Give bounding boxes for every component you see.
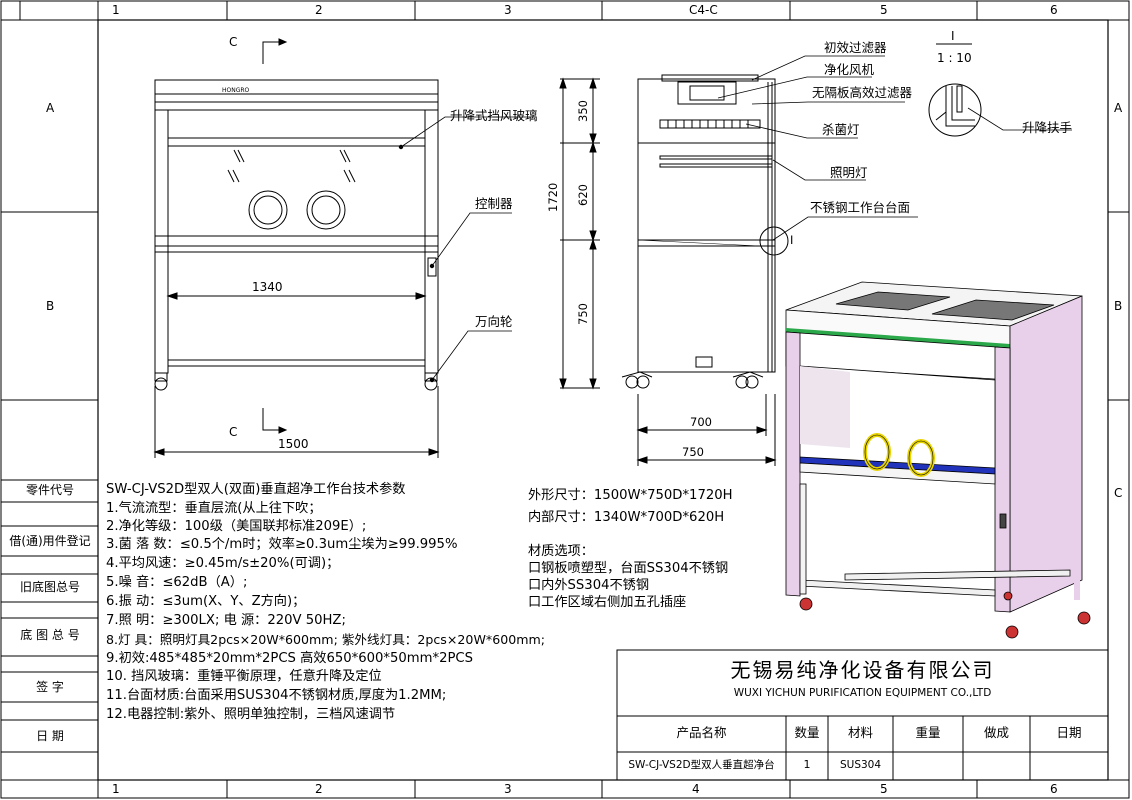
row-label-right-b: B: [1114, 299, 1122, 313]
leader-labels: 升降式挡风玻璃 控制器 万向轮 初效过滤器 净化风机 无隔板高效过滤器 杀菌灯 …: [450, 40, 1072, 329]
material-option-1: 口钢板喷塑型，台面SS304不锈钢: [528, 561, 729, 576]
quantity-value: 1: [803, 758, 811, 771]
leader-lines: [398, 55, 1072, 383]
col-label-top-3: 3: [504, 3, 512, 17]
row-label-left-a: A: [46, 101, 55, 115]
col-label-top-5: 5: [880, 3, 888, 17]
specs-title: SW-CJ-VS2D型双人(双面)垂直超净工作台技术参数: [106, 482, 406, 497]
spec-item-7: 7.照 明：≥300LX; 电 源：220V 50HZ;: [106, 613, 346, 628]
outer-dimensions: 外形尺寸：1500W*750D*1720H: [528, 488, 733, 503]
col-label-top-1: 1: [112, 3, 120, 17]
detail-marker: I: [790, 233, 793, 247]
front-view-text: C C HONGRO 1340 1500: [222, 35, 309, 451]
label-light: 照明灯: [830, 165, 868, 180]
spec-item-4: 4.平均风速：≥0.45m/s±20%(可调)；: [106, 556, 340, 571]
col-label-top-2: 2: [315, 3, 323, 17]
header-quantity: 数量: [794, 725, 820, 740]
dim-mid-height: 620: [576, 184, 590, 206]
title-block-lines: [616, 649, 1109, 781]
detail-scale: 1 : 10: [937, 51, 972, 65]
company-name-en: WUXI YICHUN PURIFICATION EQUIPMENT CO.,L…: [733, 687, 992, 699]
detail-title: I: [951, 29, 955, 43]
side-view-text: 1720 350 620 750 700 750 I: [546, 100, 793, 459]
col-label-bottom-1: 1: [112, 782, 120, 796]
front-logo: HONGRO: [222, 87, 250, 94]
label-fan: 净化风机: [824, 62, 875, 77]
dim-outer-depth: 750: [682, 445, 704, 459]
col-label-bottom-6: 6: [1050, 782, 1058, 796]
row-label-left-b: B: [46, 299, 54, 313]
spec-item-5: 5.噪 音：≤62dB（A）;: [106, 575, 248, 590]
spec-item-10: 10. 挡风玻璃：重锤平衡原理，任意升降及定位: [106, 669, 382, 684]
iso-view: [785, 281, 1091, 639]
row-label-right-c: C: [1114, 486, 1122, 500]
grid-labels: 1 2 3 C4-C 5 6 1 2 3 4 5 6 A B A B C: [46, 3, 1123, 796]
row-label-right-a: A: [1114, 101, 1123, 115]
header-made-by: 做成: [983, 725, 1009, 740]
col-label-top-6: 6: [1050, 3, 1058, 17]
spec-item-2: 2.净化等级：100级（美国联邦标准209E）;: [106, 519, 367, 534]
company-name-cn: 无锡易纯净化设备有限公司: [730, 658, 995, 682]
spec-item-6: 6.振 动：≤3um(X、Y、Z方向)；: [106, 594, 306, 609]
label-handle: 升降扶手: [1022, 120, 1072, 135]
detail-text: I 1 : 10: [937, 29, 972, 65]
material-option-3: 口工作区域右侧加五孔插座: [528, 595, 687, 610]
spec-item-1: 1.气流流型：垂直层流(从上往下吹；: [106, 501, 322, 516]
side-view: [559, 74, 789, 466]
detail-view: [928, 43, 982, 137]
label-hepa: 无隔板高效过滤器: [812, 85, 913, 100]
label-primary-filter: 初效过滤器: [824, 40, 887, 55]
dim-total-height: 1720: [546, 183, 560, 212]
col-label-bottom-3: 3: [504, 782, 512, 796]
label-caster: 万向轮: [475, 314, 513, 329]
side-panel-borrow-register: 借(通)用件登记: [9, 534, 91, 548]
material-value: SUS304: [839, 759, 882, 771]
materials-title: 材质选项：: [528, 544, 594, 559]
section-mark-top: C: [229, 35, 237, 49]
label-glass: 升降式挡风玻璃: [450, 108, 538, 123]
col-label-bottom-2: 2: [315, 782, 323, 796]
dim-inner-width: 1340: [252, 280, 283, 294]
col-label-top-4: C4-C: [689, 3, 718, 17]
dim-inner-depth: 700: [690, 415, 712, 429]
spec-item-8: 8.灯 具：照明灯具2pcs×20W*600mm; 紫外线灯具：2pcs×20W…: [106, 632, 546, 647]
header-date: 日期: [1056, 725, 1082, 740]
side-panel-part-code: 零件代号: [25, 483, 74, 497]
spec-item-12: 12.电器控制:紫外、照明单独控制，三档风速调节: [106, 707, 396, 722]
dim-outer-width: 1500: [278, 437, 309, 451]
product-name-value: SW-CJ-VS2D型双人垂直超净台: [628, 759, 775, 771]
inner-dimensions: 内部尺寸：1340W*700D*620H: [528, 510, 725, 525]
spec-item-11: 11.台面材质:台面采用SUS304不锈钢材质,厚度为1.2MM;: [106, 688, 447, 703]
side-panel-drawing-no: 底 图 总 号: [20, 628, 80, 642]
header-material: 材料: [847, 725, 873, 740]
material-option-2: 口内外SS304不锈钢: [528, 578, 650, 593]
dim-bottom-height: 750: [576, 303, 590, 325]
col-label-bottom-5: 5: [880, 782, 888, 796]
spec-item-9: 9.初效:485*485*20mm*2PCS 高效650*600*50mm*2P…: [106, 651, 474, 666]
dim-top-height: 350: [576, 100, 590, 122]
front-view: [153, 38, 440, 458]
side-panel-date: 日 期: [36, 729, 64, 743]
section-mark-bottom: C: [229, 425, 237, 439]
side-panel-old-drawing-no: 旧底图总号: [19, 580, 80, 594]
label-worktop: 不锈钢工作台台面: [810, 200, 910, 215]
header-weight: 重量: [915, 725, 941, 740]
label-uv-lamp: 杀菌灯: [822, 122, 860, 137]
col-label-bottom-4: 4: [692, 782, 700, 796]
side-panel-signature: 签 字: [36, 680, 64, 694]
label-controller: 控制器: [475, 196, 513, 211]
spec-item-3: 3.菌 落 数：≤0.5个/m时；效率≥0.3um尘埃为≥99.995%: [106, 537, 458, 552]
header-product-name: 产品名称: [676, 725, 727, 740]
